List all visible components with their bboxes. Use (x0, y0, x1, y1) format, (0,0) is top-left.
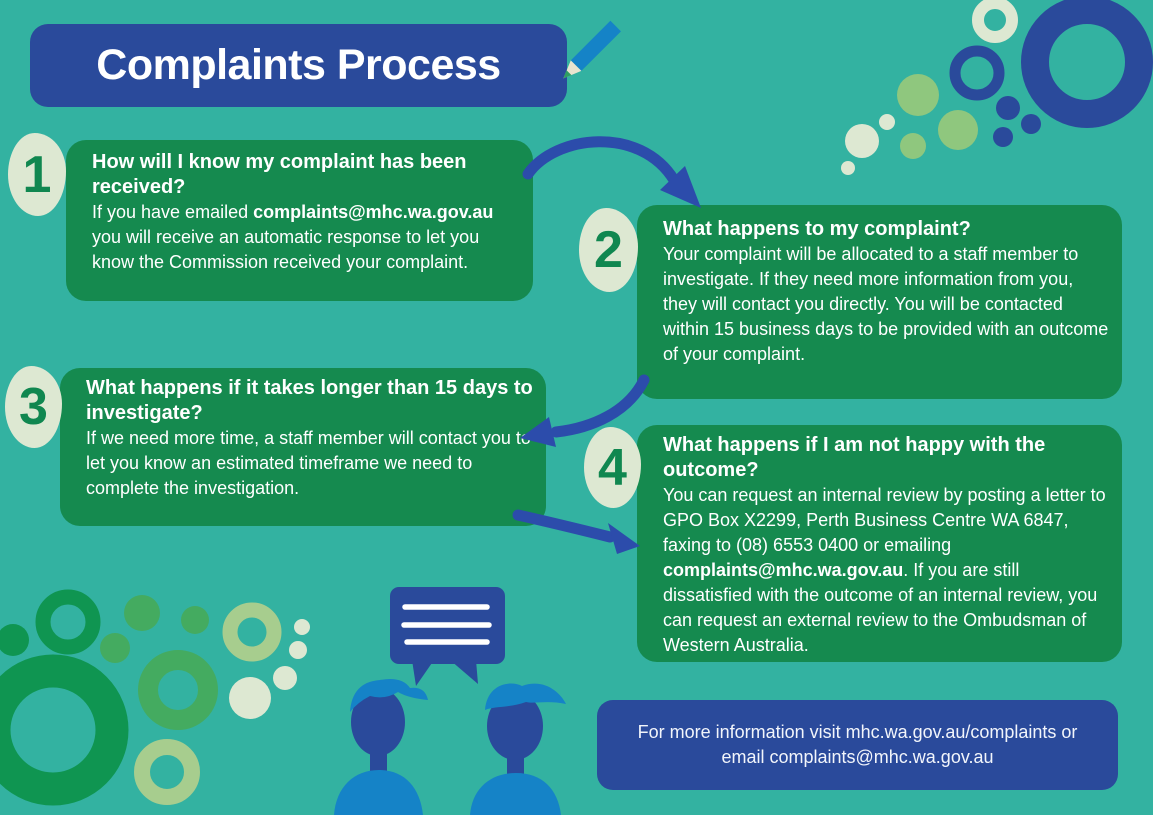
decor-circles-top-right (841, 0, 1153, 175)
step-1-number-badge: 1 (8, 133, 66, 216)
step-2-body: Your complaint will be allocated to a st… (663, 244, 1109, 364)
footer-line-1: For more information visit mhc.wa.gov.au… (637, 722, 1078, 742)
step-3-body: If we need more time, a staff member wil… (86, 428, 531, 498)
person-left (334, 679, 428, 815)
step-1-heading: How will I know my complaint has been re… (92, 151, 467, 198)
decor-circles-bottom-left (0, 589, 310, 806)
footer-banner: For more information visit mhc.wa.gov.au… (597, 700, 1118, 790)
flow-arrow-1-to-2 (522, 136, 701, 208)
step-2-card: What happens to my complaint? Your compl… (637, 205, 1122, 399)
footer-line-2: email complaints@mhc.wa.gov.au (721, 747, 994, 767)
step-4-number-badge: 4 (584, 427, 641, 508)
page-title: Complaints Process (96, 41, 501, 89)
title-banner: Complaints Process (30, 20, 621, 107)
speech-bubble-icon (390, 587, 505, 686)
step-2-number-badge: 2 (579, 208, 638, 292)
step-1-body: If you have emailed complaints@mhc.wa.go… (92, 202, 494, 272)
step-4-card: What happens if I am not happy with the … (637, 425, 1122, 662)
people-talking-illustration (334, 587, 566, 815)
step-3-card: What happens if it takes longer than 15 … (60, 368, 546, 526)
step-1-card: How will I know my complaint has been re… (66, 140, 533, 301)
step-2-heading: What happens to my complaint? (663, 218, 971, 240)
step-3-number-badge: 3 (5, 366, 62, 448)
pencil-icon (563, 20, 621, 79)
person-right (470, 683, 566, 815)
step-3-heading: What happens if it takes longer than 15 … (86, 377, 533, 424)
step-4-heading: What happens if I am not happy with the … (663, 434, 1046, 481)
step-4-body: You can request an internal review by po… (663, 485, 1106, 655)
